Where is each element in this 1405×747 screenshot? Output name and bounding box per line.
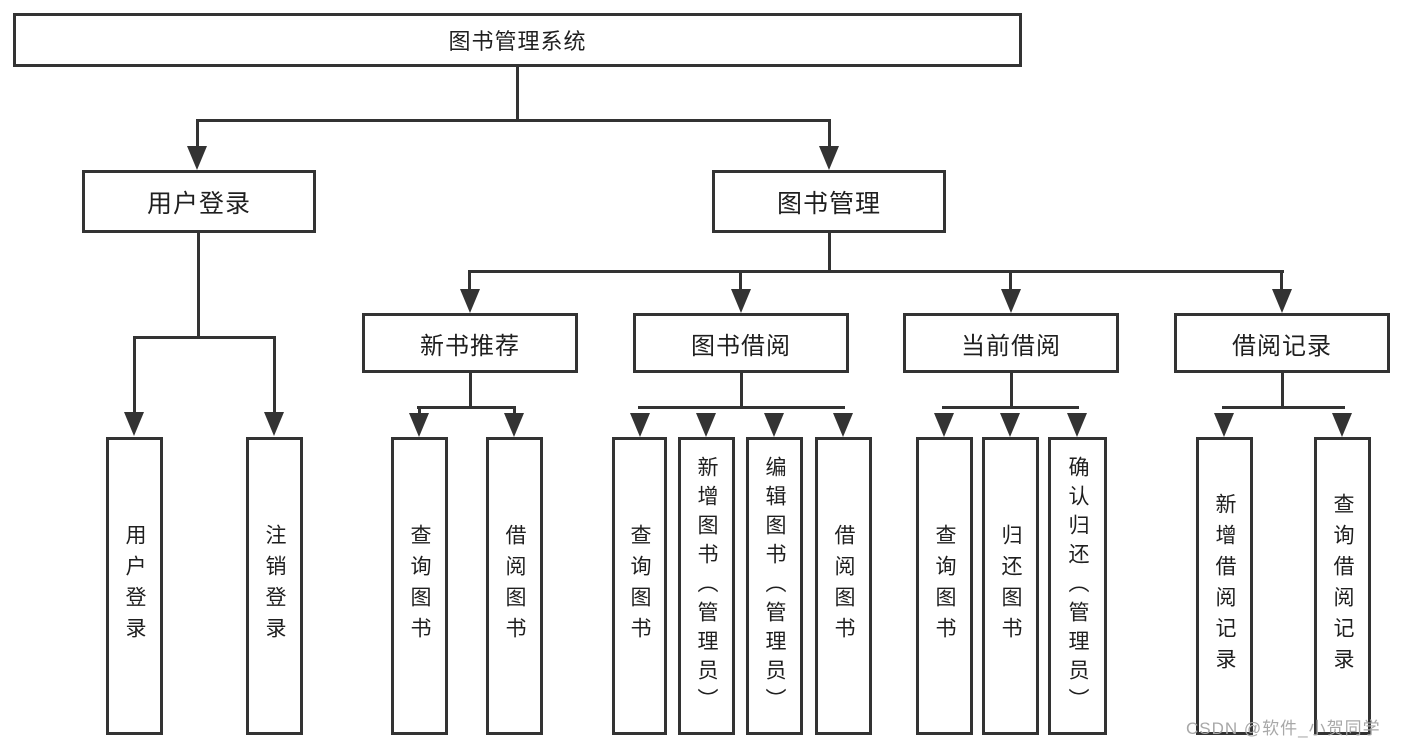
arrowhead-down	[1000, 413, 1020, 437]
connector-bookmgmt-stem-4	[1280, 273, 1283, 289]
arrowhead-down	[630, 413, 650, 437]
arrowhead-down	[460, 289, 480, 313]
leaf-add-book-admin: 新增图书（管理员）	[678, 437, 735, 735]
connector-borrowing-hline	[638, 406, 845, 409]
leaf-query-books-borrowing: 查询图书	[612, 437, 667, 735]
connector-bookmgmt-stem-3	[1009, 273, 1012, 289]
arrowhead-down	[504, 413, 524, 437]
connector-recommend-stem-2	[513, 409, 516, 413]
node-book-borrowing: 图书借阅	[633, 313, 849, 373]
connector-current-vline	[1010, 373, 1013, 409]
leaf-label: 确认归还（管理员）	[1066, 455, 1089, 717]
arrowhead-down	[1332, 413, 1352, 437]
arrowhead-down	[124, 412, 144, 436]
leaf-confirm-return-admin: 确认归还（管理员）	[1048, 437, 1107, 735]
arrowhead-down	[833, 413, 853, 437]
leaf-label: 新增借阅记录	[1213, 493, 1236, 679]
leaf-add-borrow-record: 新增借阅记录	[1196, 437, 1253, 735]
leaf-borrow-books-recommend: 借阅图书	[486, 437, 543, 735]
node-new-book-recommend: 新书推荐	[362, 313, 578, 373]
leaf-label: 用户登录	[123, 524, 146, 648]
arrowhead-down	[731, 289, 751, 313]
connector-root-hline	[196, 119, 831, 122]
leaf-label: 注销登录	[263, 524, 286, 648]
leaf-edit-book-admin: 编辑图书（管理员）	[746, 437, 803, 735]
connector-root-vline	[516, 67, 519, 122]
leaf-query-books-recommend: 查询图书	[391, 437, 448, 735]
arrowhead-down	[264, 412, 284, 436]
node-current-borrowing: 当前借阅	[903, 313, 1119, 373]
node-user-login-branch: 用户登录	[82, 170, 316, 233]
node-borrowing-records: 借阅记录	[1174, 313, 1390, 373]
arrowhead-down	[409, 413, 429, 437]
leaf-user-login: 用户登录	[106, 437, 163, 735]
connector-recommend-hline	[417, 406, 516, 409]
connector-recommend-stem-1	[418, 409, 421, 413]
watermark: CSDN @软件_小贺同学	[1186, 719, 1381, 738]
arrowhead-down	[187, 146, 207, 170]
connector-recommend-vline	[469, 373, 472, 409]
leaf-label: 借阅图书	[832, 524, 855, 648]
arrowhead-down	[1214, 413, 1234, 437]
leaf-label: 借阅图书	[503, 524, 526, 648]
arrowhead-down	[1067, 413, 1087, 437]
connector-root-stem-right	[828, 122, 831, 146]
arrowhead-down	[764, 413, 784, 437]
leaf-label: 查询图书	[628, 524, 651, 648]
connector-bookmgmt-vline	[828, 233, 831, 273]
connector-userlogin-vline	[197, 233, 200, 339]
leaf-label: 归还图书	[999, 524, 1022, 648]
leaf-return-books: 归还图书	[982, 437, 1039, 735]
leaf-borrow-books-borrowing: 借阅图书	[815, 437, 872, 735]
leaf-label: 查询图书	[933, 524, 956, 648]
connector-records-vline	[1281, 373, 1284, 409]
leaf-label: 新增图书（管理员）	[695, 455, 718, 717]
connector-current-hline	[942, 406, 1079, 409]
node-book-management: 图书管理	[712, 170, 946, 233]
arrowhead-down	[1001, 289, 1021, 313]
leaf-logout-login: 注销登录	[246, 437, 303, 735]
connector-bookmgmt-stem-2	[739, 273, 742, 289]
arrowhead-down	[696, 413, 716, 437]
leaf-label: 查询借阅记录	[1331, 493, 1354, 679]
arrowhead-down	[934, 413, 954, 437]
arrowhead-down	[819, 146, 839, 170]
leaf-label: 编辑图书（管理员）	[763, 455, 786, 717]
connector-root-stem-left	[196, 122, 199, 146]
leaf-label: 查询图书	[408, 524, 431, 648]
connector-borrowing-vline	[740, 373, 743, 409]
leaf-query-books-current: 查询图书	[916, 437, 973, 735]
connector-records-hline	[1222, 406, 1345, 409]
connector-bookmgmt-hline	[468, 270, 1284, 273]
connector-userlogin-stem-2	[273, 339, 276, 412]
node-library-system: 图书管理系统	[13, 13, 1022, 67]
connector-userlogin-stem-1	[133, 339, 136, 412]
leaf-query-borrow-record: 查询借阅记录	[1314, 437, 1371, 735]
connector-userlogin-hline	[133, 336, 276, 339]
connector-bookmgmt-stem-1	[468, 273, 471, 289]
arrowhead-down	[1272, 289, 1292, 313]
